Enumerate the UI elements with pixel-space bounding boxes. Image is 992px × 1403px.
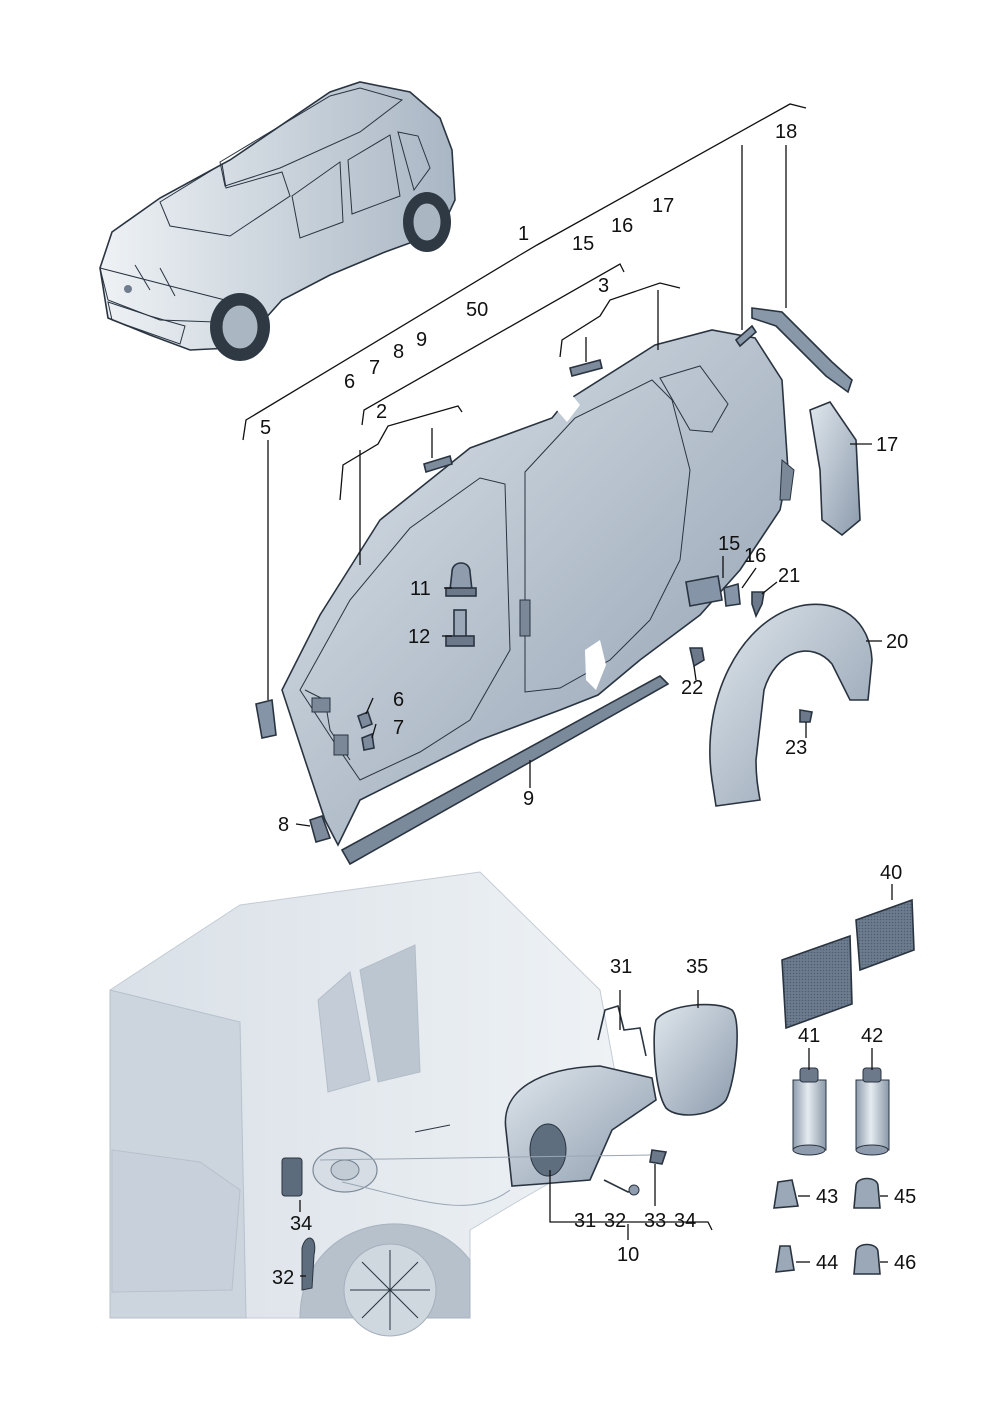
label-5: 5 bbox=[260, 417, 271, 439]
part-9-sill-trim bbox=[340, 675, 670, 866]
part-35-fuel-flap bbox=[653, 1003, 738, 1116]
label-6: 6 bbox=[393, 689, 404, 711]
callout-labels: 1 15 16 17 18 50 3 6 7 8 9 2 5 17 15 16 … bbox=[260, 121, 916, 1289]
label-33: 33 bbox=[644, 1210, 666, 1232]
part-6-clip bbox=[357, 710, 373, 730]
part-33-screw bbox=[649, 1149, 668, 1165]
label-18: 18 bbox=[775, 121, 797, 143]
part-31-spring bbox=[597, 1004, 647, 1057]
label-32-left: 32 bbox=[272, 1267, 294, 1289]
label-34-left: 34 bbox=[290, 1213, 312, 1235]
part-small-strip-near-18 bbox=[734, 324, 758, 348]
part-32-hose-end bbox=[628, 1184, 640, 1196]
label-6-top: 6 bbox=[344, 371, 355, 393]
label-7-top: 7 bbox=[369, 357, 380, 379]
label-8: 8 bbox=[278, 814, 289, 836]
label-12: 12 bbox=[408, 626, 430, 648]
label-21: 21 bbox=[778, 565, 800, 587]
part-41-aerosol-can bbox=[792, 1067, 827, 1156]
part-46-cap bbox=[853, 1243, 881, 1275]
label-32: 32 bbox=[604, 1210, 626, 1232]
label-15-top: 15 bbox=[572, 233, 594, 255]
part-20-wheel-housing-liner bbox=[709, 603, 873, 807]
part-23-screw bbox=[799, 709, 813, 723]
part-12-bolt bbox=[445, 609, 475, 647]
label-11: 11 bbox=[410, 578, 431, 600]
part-21-screw bbox=[751, 591, 765, 619]
part-10-filler-housing bbox=[504, 1065, 657, 1187]
label-17: 17 bbox=[876, 434, 898, 456]
label-31-top: 31 bbox=[610, 956, 632, 978]
label-34: 34 bbox=[674, 1210, 696, 1232]
part-8-bracket bbox=[309, 814, 332, 843]
part-2-strip bbox=[423, 454, 453, 474]
label-20: 20 bbox=[886, 631, 908, 653]
part-45-cap bbox=[853, 1177, 881, 1209]
leader-lines bbox=[242, 103, 893, 1277]
label-2: 2 bbox=[376, 401, 387, 423]
part-18-upper-strip bbox=[751, 307, 853, 394]
label-40: 40 bbox=[880, 862, 902, 884]
label-8-top: 8 bbox=[393, 341, 404, 363]
label-17-top: 17 bbox=[652, 195, 674, 217]
label-45: 45 bbox=[894, 1186, 916, 1208]
label-31: 31 bbox=[574, 1210, 596, 1232]
part-40-pad-right bbox=[855, 898, 915, 972]
label-44: 44 bbox=[816, 1252, 838, 1274]
label-23: 23 bbox=[785, 737, 807, 759]
label-16: 16 bbox=[744, 545, 766, 567]
part-44-clip bbox=[775, 1245, 795, 1273]
label-9: 9 bbox=[523, 788, 534, 810]
label-41: 41 bbox=[798, 1025, 820, 1047]
filler-neck bbox=[529, 1123, 567, 1177]
part-7-clip bbox=[361, 732, 375, 751]
label-10: 10 bbox=[617, 1244, 639, 1266]
label-46: 46 bbox=[894, 1252, 916, 1274]
label-7: 7 bbox=[393, 717, 404, 739]
car-overview-illustration bbox=[99, 81, 456, 361]
part-3-strip bbox=[569, 359, 603, 377]
label-42: 42 bbox=[861, 1025, 883, 1047]
part-16-clip bbox=[723, 582, 741, 607]
label-35: 35 bbox=[686, 956, 708, 978]
label-22: 22 bbox=[681, 677, 703, 699]
part-5-bracket bbox=[255, 699, 277, 739]
part-43-clip bbox=[773, 1179, 799, 1209]
label-3: 3 bbox=[598, 275, 609, 297]
part-22-clip bbox=[689, 647, 705, 668]
part-15-bracket bbox=[685, 575, 723, 607]
label-1: 1 bbox=[518, 223, 529, 245]
label-9-top: 9 bbox=[416, 329, 427, 351]
part-17-inner-panel bbox=[809, 401, 861, 537]
rear-car-background-illustration bbox=[109, 871, 621, 1337]
part-11-nut bbox=[445, 562, 477, 597]
label-15: 15 bbox=[718, 533, 740, 555]
label-16-top: 16 bbox=[611, 215, 633, 237]
side-panel-assembly bbox=[281, 329, 795, 847]
part-42-aerosol-can bbox=[855, 1067, 890, 1156]
part-40-pad-left bbox=[781, 934, 853, 1030]
label-50: 50 bbox=[466, 299, 488, 321]
label-43: 43 bbox=[816, 1186, 838, 1208]
